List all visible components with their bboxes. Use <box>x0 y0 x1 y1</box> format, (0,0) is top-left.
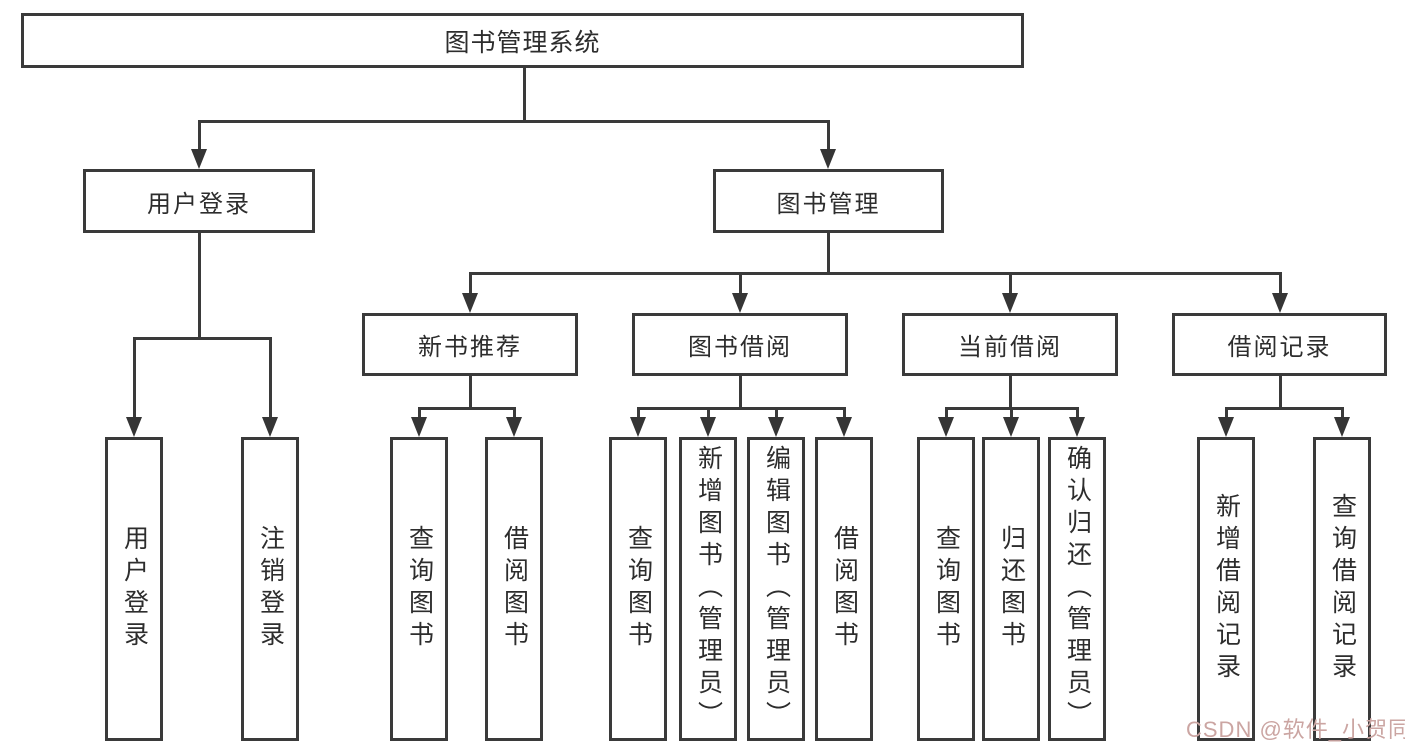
node-label: 用户登录 <box>147 190 251 218</box>
node-label: 确认归还（管理员） <box>1063 445 1092 733</box>
connector-borrow-records-trunk <box>1279 376 1282 407</box>
arrow-down-icon <box>411 417 427 437</box>
connector-new-book-trunk <box>469 376 472 407</box>
node-leaf-query-books-borrowing: 查询图书 <box>609 437 667 741</box>
node-current-borrowing: 当前借阅 <box>902 313 1118 376</box>
arrow-down-icon <box>630 417 646 437</box>
node-label: 归还图书 <box>997 525 1026 653</box>
node-new-book-recommendation: 新书推荐 <box>362 313 578 376</box>
node-label: 当前借阅 <box>958 334 1062 361</box>
arrow-down-icon <box>506 417 522 437</box>
connector-book-borrow-horizontal <box>637 407 846 410</box>
connector-stub <box>945 407 948 419</box>
node-leaf-borrow-books-recommend: 借阅图书 <box>485 437 543 741</box>
connector-stub-new-book <box>469 272 472 295</box>
node-label: 借阅记录 <box>1227 334 1332 361</box>
arrow-down-icon <box>820 149 836 169</box>
node-label: 图书管理系统 <box>444 28 601 57</box>
node-book-borrowing: 图书借阅 <box>632 313 848 376</box>
connector-stub-book-management <box>827 120 830 151</box>
node-leaf-return-books: 归还图书 <box>982 437 1040 741</box>
node-leaf-query-books-current: 查询图书 <box>917 437 975 741</box>
connector-stub <box>1076 407 1079 419</box>
arrow-down-icon <box>126 417 142 437</box>
node-user-login: 用户登录 <box>83 169 315 233</box>
node-label: 用户登录 <box>120 525 149 653</box>
arrow-down-icon <box>462 293 478 313</box>
node-label: 借阅图书 <box>500 525 529 653</box>
connector-stub <box>637 407 640 419</box>
node-label: 查询图书 <box>405 525 434 653</box>
node-leaf-confirm-return-admin: 确认归还（管理员） <box>1048 437 1106 741</box>
connector-stub-login-leaf <box>133 337 136 419</box>
connector-stub <box>707 407 710 419</box>
node-label: 编辑图书（管理员） <box>762 445 791 733</box>
connector-stub <box>775 407 778 419</box>
node-label: 注销登录 <box>256 525 285 653</box>
node-label: 借阅图书 <box>830 525 859 653</box>
node-label: 图书管理 <box>776 190 881 218</box>
node-leaf-logout: 注销登录 <box>241 437 299 741</box>
arrow-down-icon <box>768 417 784 437</box>
connector-current-borrow-trunk <box>1009 376 1012 407</box>
arrow-down-icon <box>262 417 278 437</box>
connector-book-management-trunk <box>827 233 830 272</box>
arrow-down-icon <box>836 417 852 437</box>
node-leaf-query-books-recommend: 查询图书 <box>390 437 448 741</box>
node-leaf-add-borrow-record: 新增借阅记录 <box>1197 437 1255 741</box>
node-book-management: 图书管理 <box>713 169 944 233</box>
connector-root-trunk <box>523 68 526 120</box>
csdn-watermark: CSDN @软件_小贺同学 <box>1186 717 1405 742</box>
arrow-down-icon <box>938 417 954 437</box>
connector-stub-current-borrow <box>1009 272 1012 295</box>
arrow-down-icon <box>1002 293 1018 313</box>
connector-stub <box>513 407 516 419</box>
node-label: 新书推荐 <box>418 334 522 361</box>
arrow-down-icon <box>700 417 716 437</box>
arrow-down-icon <box>1069 417 1085 437</box>
arrow-down-icon <box>1334 417 1350 437</box>
connector-stub <box>418 407 421 419</box>
arrow-down-icon <box>1218 417 1234 437</box>
node-leaf-add-book-admin: 新增图书（管理员） <box>679 437 737 741</box>
connector-borrow-records-horizontal <box>1225 407 1344 410</box>
node-label: 图书借阅 <box>688 334 792 361</box>
node-label: 查询图书 <box>624 525 653 653</box>
connector-stub <box>1341 407 1344 419</box>
node-label: 新增借阅记录 <box>1212 493 1241 685</box>
connector-stub <box>1010 407 1013 419</box>
arrow-down-icon <box>732 293 748 313</box>
connector-stub-book-borrow <box>739 272 742 295</box>
arrow-down-icon <box>1272 293 1288 313</box>
node-leaf-edit-book-admin: 编辑图书（管理员） <box>747 437 805 741</box>
node-leaf-user-login: 用户登录 <box>105 437 163 741</box>
node-leaf-query-borrow-record: 查询借阅记录 <box>1313 437 1371 741</box>
node-label: 查询借阅记录 <box>1328 493 1357 685</box>
arrow-down-icon <box>1003 417 1019 437</box>
connector-stub <box>1225 407 1228 419</box>
connector-stub-logout-leaf <box>269 337 272 419</box>
node-leaf-borrow-books: 借阅图书 <box>815 437 873 741</box>
node-library-management-system: 图书管理系统 <box>21 13 1024 68</box>
node-label: 查询图书 <box>932 525 961 653</box>
connector-user-login-trunk <box>198 233 201 337</box>
connector-level1-horizontal <box>198 120 830 123</box>
connector-stub-borrow-records <box>1279 272 1282 295</box>
connector-stub <box>843 407 846 419</box>
arrow-down-icon <box>191 149 207 169</box>
node-label: 新增图书（管理员） <box>694 445 723 733</box>
connector-stub-user-login <box>198 120 201 151</box>
connector-new-book-horizontal <box>418 407 516 410</box>
node-borrowing-records: 借阅记录 <box>1172 313 1387 376</box>
connector-user-login-horizontal <box>133 337 272 340</box>
connector-level3-horizontal <box>469 272 1282 275</box>
connector-book-borrow-trunk <box>739 376 742 407</box>
